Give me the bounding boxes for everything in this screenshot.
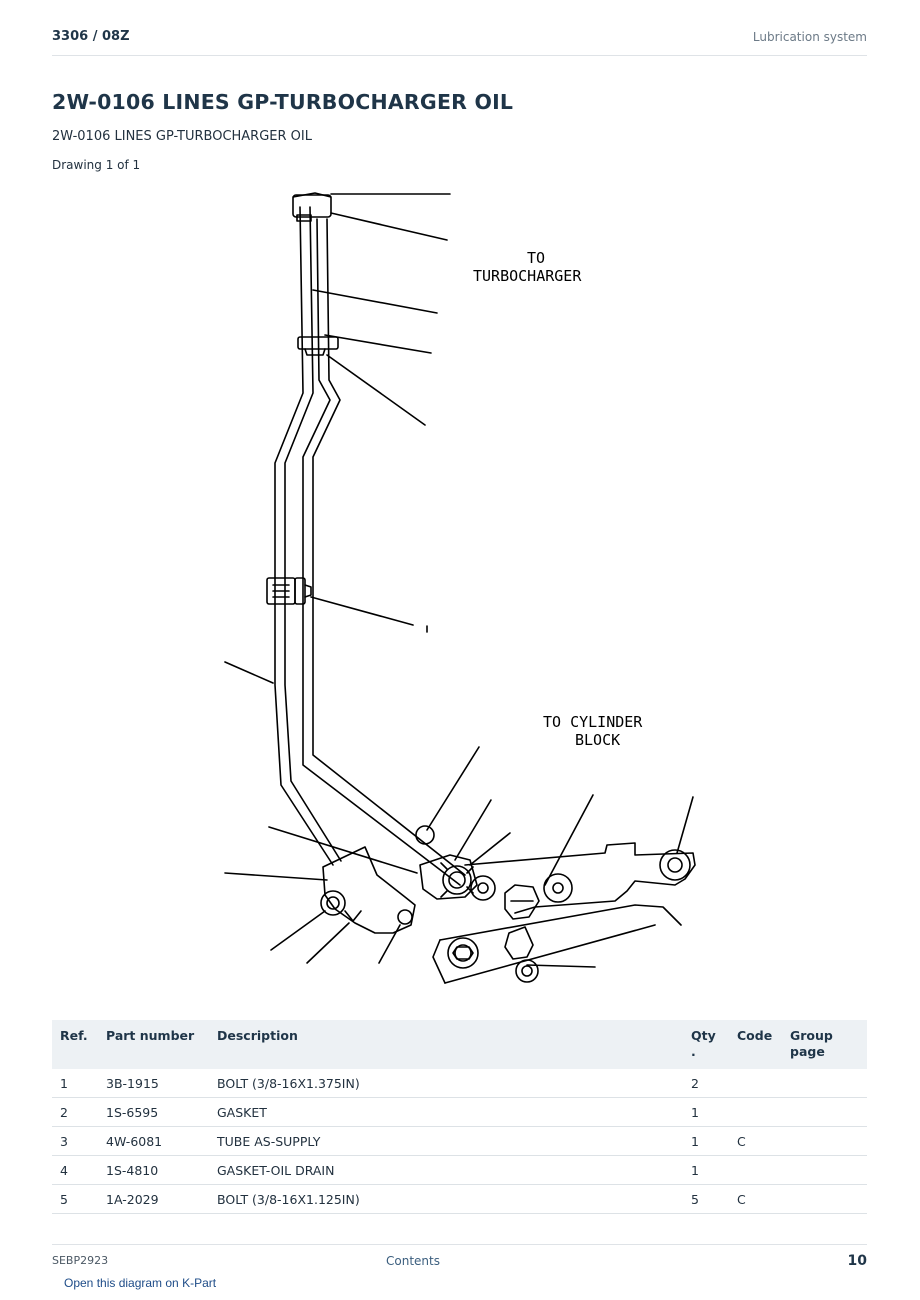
- parts-diagram: TO TURBOCHARGER TO CYLINDER BLOCK: [224, 192, 696, 984]
- table-row: 4 1S-4810 GASKET-OIL DRAIN 1: [52, 1155, 867, 1185]
- doc-id: SEBP2923: [52, 1254, 109, 1267]
- label-block-line-2: BLOCK: [575, 731, 620, 749]
- cell-qty: 1: [683, 1097, 729, 1127]
- block-bracket-shape: [464, 842, 696, 920]
- tube-a-shape: [274, 206, 342, 866]
- cell-code: [729, 1069, 782, 1098]
- cell-ref: 2: [52, 1097, 98, 1127]
- tube-b-shape: [302, 218, 466, 886]
- col-header-ref: Ref.: [52, 1020, 98, 1069]
- page-header: 3306 / 08Z Lubrication system: [52, 29, 867, 56]
- cell-code: C: [729, 1184, 782, 1214]
- col-header-group-page: Group page: [782, 1020, 867, 1069]
- cell-code: C: [729, 1126, 782, 1156]
- col-header-description: Description: [209, 1020, 683, 1069]
- cell-description: BOLT (3/8-16X1.375IN): [209, 1069, 683, 1098]
- top-flange-shape: [292, 192, 332, 222]
- drawing-count: Drawing 1 of 1: [52, 158, 141, 172]
- leader-lines-top: [312, 193, 451, 426]
- table-row: 5 1A-2029 BOLT (3/8-16X1.125IN) 5 C: [52, 1184, 867, 1214]
- cell-part-number: 4W-6081: [98, 1126, 209, 1156]
- cell-group-page: [782, 1097, 867, 1127]
- table-row: 1 3B-1915 BOLT (3/8-16X1.375IN) 2: [52, 1069, 867, 1098]
- cell-group-page: [782, 1155, 867, 1185]
- col-header-code: Code: [729, 1020, 782, 1069]
- cell-description: BOLT (3/8-16X1.125IN): [209, 1184, 683, 1214]
- cell-ref: 5: [52, 1184, 98, 1214]
- label-turbo-line-1: TO: [527, 249, 545, 267]
- lower-bar-shape: [432, 904, 682, 984]
- cell-part-number: 1S-6595: [98, 1097, 209, 1127]
- cell-description: GASKET-OIL DRAIN: [209, 1155, 683, 1185]
- drain-flange-shape: [320, 846, 416, 934]
- tube-clamp-shape: [266, 577, 312, 605]
- cell-ref: 1: [52, 1069, 98, 1098]
- leader-lines-mid: [224, 596, 414, 684]
- contents-link[interactable]: Contents: [386, 1254, 440, 1268]
- cell-part-number: 3B-1915: [98, 1069, 209, 1098]
- cell-part-number: 1S-4810: [98, 1155, 209, 1185]
- kpart-diagram-link[interactable]: Open this diagram on K-Part: [64, 1276, 217, 1290]
- model-label: 3306 / 08Z: [52, 29, 130, 44]
- label-turbo-line-2: TURBOCHARGER: [473, 267, 582, 285]
- label-block-line-1: TO CYLINDER: [543, 713, 643, 731]
- cell-ref: 3: [52, 1126, 98, 1156]
- cell-description: GASKET: [209, 1097, 683, 1127]
- page-number: 10: [847, 1253, 867, 1269]
- cell-description: TUBE AS-SUPPLY: [209, 1126, 683, 1156]
- cell-ref: 4: [52, 1155, 98, 1185]
- page-title: 2W-0106 LINES GP-TURBOCHARGER OIL: [52, 90, 514, 114]
- table-row: 3 4W-6081 TUBE AS-SUPPLY 1 C: [52, 1126, 867, 1156]
- junction-fitting-shape: [415, 825, 496, 901]
- page-subtitle: 2W-0106 LINES GP-TURBOCHARGER OIL: [52, 129, 312, 144]
- cell-code: [729, 1097, 782, 1127]
- col-header-qty: Qty .: [683, 1020, 729, 1069]
- table-header-row: Ref. Part number Description Qty . Code …: [52, 1020, 867, 1069]
- col-header-part-number: Part number: [98, 1020, 209, 1069]
- cell-code: [729, 1155, 782, 1185]
- cell-qty: 2: [683, 1069, 729, 1098]
- cell-qty: 1: [683, 1155, 729, 1185]
- page-footer: SEBP2923 Contents 10: [52, 1244, 867, 1275]
- cell-group-page: [782, 1184, 867, 1214]
- cell-group-page: [782, 1069, 867, 1098]
- parts-table: Ref. Part number Description Qty . Code …: [52, 1020, 867, 1214]
- leader-lines-bottom: [224, 746, 694, 968]
- table-row: 2 1S-6595 GASKET 1: [52, 1097, 867, 1127]
- cell-part-number: 1A-2029: [98, 1184, 209, 1214]
- cell-qty: 1: [683, 1126, 729, 1156]
- section-label: Lubrication system: [752, 30, 867, 44]
- cell-qty: 5: [683, 1184, 729, 1214]
- cell-group-page: [782, 1126, 867, 1156]
